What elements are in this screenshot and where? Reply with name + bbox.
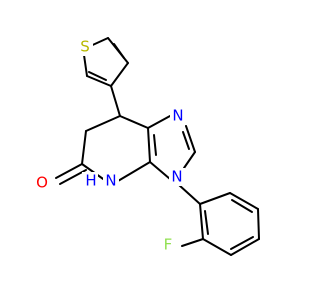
bond-ar-1 (199, 192, 231, 205)
bond-c7a-c3a (147, 127, 151, 163)
bond-c3-c4 (110, 62, 129, 87)
thiophene-ring (83, 37, 129, 87)
aryl-nitrogen-label-bg (169, 168, 185, 186)
bond-c5-c6 (81, 130, 87, 165)
bond-inner-c7a-c3a (153, 134, 157, 156)
fluorine-label: F (164, 236, 173, 254)
oxygen-label-bg (33, 174, 51, 192)
amide-nitrogen-label-bg (103, 172, 119, 190)
bond-ar-6 (199, 203, 204, 240)
bond-ar-3 (257, 208, 260, 240)
bond-ar-inner-2 (230, 236, 254, 250)
aryl-nitrogen-label: N (171, 168, 182, 186)
sulfur-label-bg (77, 38, 93, 56)
bond-c6-c7 (85, 115, 121, 132)
amide-nitrogen-label: N (105, 172, 116, 190)
amide-hydrogen-label-bg (82, 172, 98, 190)
atom-labels: S N N N H O F (33, 38, 186, 254)
bond-c5-o-1 (55, 163, 83, 179)
sulfur-label: S (80, 38, 90, 56)
bond-c5-o-2 (59, 169, 87, 185)
molecule-structure: S N N N H O F (33, 37, 260, 256)
bond-c5-s (83, 54, 88, 77)
bond-ar-inner-1 (231, 199, 253, 213)
bond-ar-5 (202, 238, 232, 256)
imine-nitrogen-label-bg (170, 107, 186, 125)
bond-n3-c3a (149, 161, 171, 180)
imine-nitrogen-label: N (172, 107, 183, 125)
molecule-canvas: S N N N H O F (33, 37, 260, 256)
bond-n1-c2 (185, 125, 196, 153)
bond-c2-n3 (183, 151, 196, 169)
bond-double-inner-1 (113, 43, 125, 59)
bond-c4-c5 (86, 75, 112, 87)
bond-c7a-n1 (147, 115, 171, 129)
bond-inner-n1-c2 (182, 131, 190, 150)
fluorine-label-bg (160, 236, 176, 254)
bond-n3-aryl (178, 184, 201, 205)
bond-double-inner-2 (88, 71, 107, 81)
bond-thiophene-core (110, 85, 121, 117)
bond-ar-4 (230, 238, 260, 256)
bond-ar-inner-3 (204, 210, 209, 235)
oxygen-label: O (36, 174, 48, 192)
bond-ar-f (181, 238, 204, 247)
amide-hydrogen-label: H (85, 172, 96, 190)
bond-c3a-nh (117, 161, 151, 182)
bond-c7-c7a (119, 115, 149, 129)
bond-ar-2 (229, 192, 259, 210)
bicyclic-core (55, 85, 201, 205)
fluorophenyl-ring (181, 192, 260, 256)
